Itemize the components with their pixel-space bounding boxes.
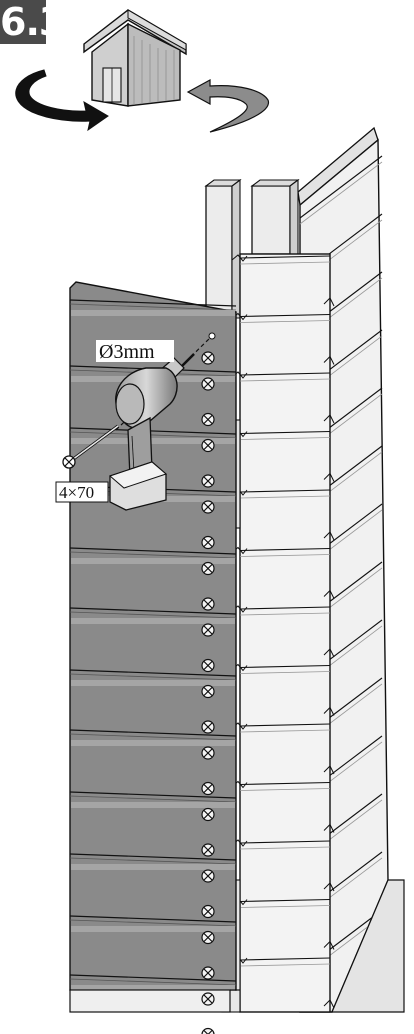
drill-diameter-text: Ø3mm <box>99 341 155 363</box>
screw-head-icon <box>201 623 215 637</box>
screw-size-label: 4×70 <box>55 481 109 503</box>
screw-head-icon <box>201 746 215 760</box>
screw-head-icon <box>201 658 215 673</box>
screw-head-icon <box>201 720 215 734</box>
screw-head-icon <box>201 807 215 822</box>
screw-head-icon <box>201 869 215 883</box>
screw-head-icon <box>201 843 215 857</box>
drill-size-label: Ø3mm <box>96 340 174 363</box>
corner-boards-column <box>221 253 335 1013</box>
screw-head-icon <box>201 1027 215 1034</box>
screw-head-icon <box>201 474 215 488</box>
screw-head-icon <box>201 781 215 796</box>
screw-head-icon <box>201 438 215 453</box>
screw-head-icon <box>201 966 215 980</box>
screw-head-icon <box>201 992 215 1006</box>
shed-icon <box>83 9 187 107</box>
screw-head-icon <box>201 500 215 514</box>
screw-head-icon <box>201 377 215 391</box>
drill-icon <box>109 332 216 511</box>
screw-head-icon <box>201 930 215 945</box>
screw-size-text: 4×70 <box>59 483 94 502</box>
screw-icon <box>62 424 119 469</box>
screw-head-icon <box>201 561 215 576</box>
screw-head-icon <box>201 904 215 919</box>
screw-head-icon <box>201 412 215 427</box>
screw-head-icon <box>201 684 215 699</box>
screw-column <box>201 351 215 1034</box>
rotate-view-icon <box>15 69 269 133</box>
corner-posts <box>204 178 300 319</box>
screw-head-icon <box>201 597 215 611</box>
screw-head-icon <box>201 351 215 365</box>
screw-head-icon <box>201 535 215 550</box>
front-panel <box>69 281 240 1013</box>
